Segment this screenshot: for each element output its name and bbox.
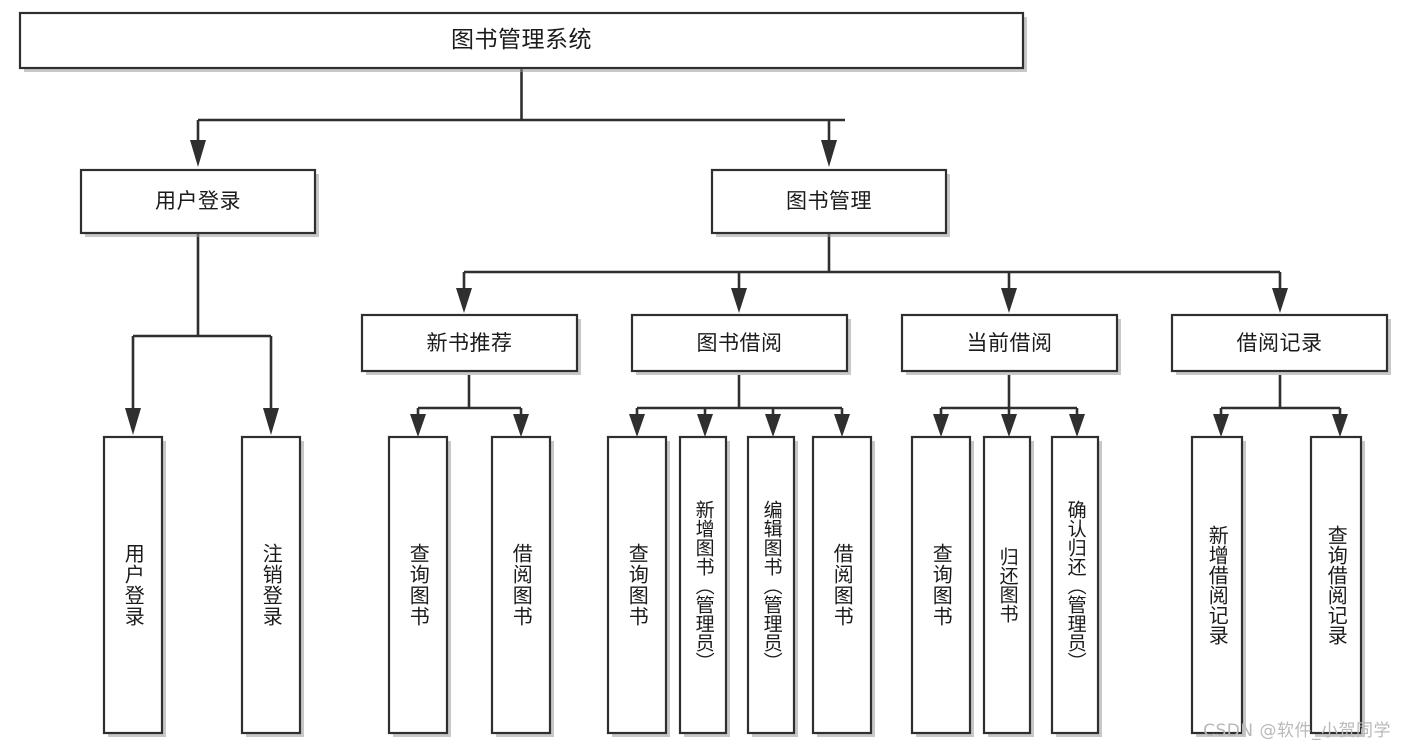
node-box-current-borrow[interactable] [900, 313, 1119, 373]
arrow-head-leaf-query-book-2 [629, 414, 645, 437]
node-box-user-login[interactable] [79, 168, 317, 235]
node-box-leaf-query-book-3[interactable] [910, 435, 972, 735]
arrow-head-book-manage [821, 140, 837, 167]
node-box-leaf-borrow-book-2[interactable] [811, 435, 873, 735]
node-box-leaf-query-book-1[interactable] [387, 435, 449, 735]
arrow-head-user-login [190, 140, 206, 167]
arrow-head-leaf-return-book [1001, 414, 1017, 437]
node-box-borrow-record[interactable] [1170, 313, 1389, 373]
connector-group-borrow-record [1213, 375, 1348, 437]
node-box-leaf-borrow-book-1[interactable] [490, 435, 552, 735]
arrow-head-leaf-query-record [1332, 414, 1348, 437]
node-box-book-borrow[interactable] [630, 313, 849, 373]
node-box-leaf-add-book[interactable] [678, 435, 728, 735]
connector-group-book-manage [456, 233, 1288, 313]
node-box-leaf-return-book[interactable] [982, 435, 1032, 735]
csdn-watermark: CSDN @软件_小贺同学 [1203, 721, 1391, 741]
node-box-leaf-edit-book[interactable] [746, 435, 796, 735]
arrow-head-leaf-add-record [1213, 414, 1229, 437]
node-box-root[interactable] [18, 11, 1025, 70]
connector-group-root [190, 69, 845, 167]
node-box-leaf-add-record[interactable] [1190, 435, 1244, 735]
node-box-leaf-logout-login[interactable] [240, 435, 302, 735]
connector-group-new-book-rec [410, 375, 529, 437]
arrow-head-leaf-query-book-3 [933, 414, 949, 437]
arrow-head-leaf-user-login [125, 408, 141, 435]
arrow-head-leaf-add-book [697, 414, 713, 437]
node-box-leaf-query-record[interactable] [1309, 435, 1363, 735]
arrow-head-leaf-query-book-1 [410, 414, 426, 437]
connector-group-book-borrow [629, 375, 850, 437]
arrow-head-new-book-rec [456, 288, 472, 313]
arrow-head-borrow-record [1272, 288, 1288, 313]
arrow-head-book-borrow [731, 288, 747, 313]
arrow-head-leaf-logout-login [263, 408, 279, 435]
arrow-head-current-borrow [1001, 288, 1017, 313]
node-box-leaf-user-login[interactable] [102, 435, 164, 735]
arrow-head-leaf-borrow-book-1 [513, 414, 529, 437]
arrow-head-leaf-borrow-book-2 [834, 414, 850, 437]
node-box-new-book-rec[interactable] [360, 313, 579, 373]
connector-group-current-borrow [933, 375, 1085, 437]
node-box-leaf-confirm-return[interactable] [1050, 435, 1100, 735]
connector-group-user-login [125, 233, 279, 435]
arrow-head-leaf-confirm-return [1069, 414, 1085, 437]
node-box-book-manage[interactable] [710, 168, 948, 235]
node-box-leaf-query-book-2[interactable] [606, 435, 668, 735]
arrow-head-leaf-edit-book [765, 414, 781, 437]
